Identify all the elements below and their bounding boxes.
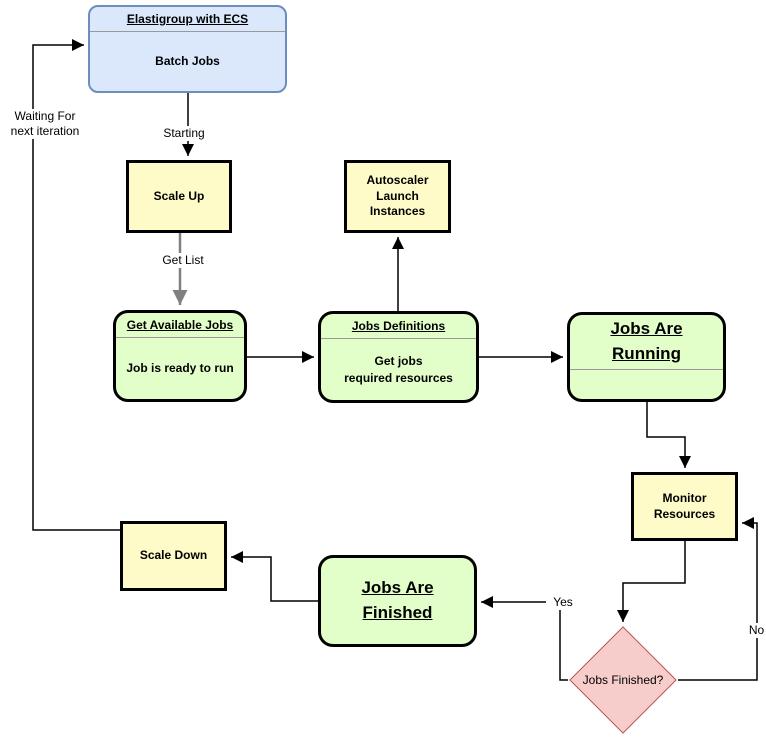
autoscaler-label: Autoscaler Launch Instances <box>366 173 429 219</box>
edge-label-no: No <box>743 623 766 638</box>
elastigroup-title: Elastigroup with ECS <box>90 7 285 32</box>
node-jobs-are-running: Jobs Are Running <box>567 312 726 402</box>
edge-monitor-to-decision <box>617 541 686 622</box>
decision-label: Jobs Finished? <box>582 673 664 687</box>
node-get-available-jobs: Get Available Jobs Job is ready to run <box>113 310 247 402</box>
node-jobs-are-finished: Jobs Are Finished <box>318 555 477 647</box>
edge-label-get-list: Get List <box>151 253 215 268</box>
get-available-jobs-title: Get Available Jobs <box>116 313 244 338</box>
monitor-resources-label: Monitor Resources <box>653 490 716 521</box>
scale-down-label: Scale Down <box>139 548 208 563</box>
node-autoscaler-launch-instances: Autoscaler Launch Instances <box>344 160 451 233</box>
edge-label-yes: Yes <box>546 595 580 610</box>
edge-decision-no-loop <box>678 517 758 681</box>
elastigroup-body: Batch Jobs <box>155 54 220 69</box>
jobs-definitions-body: Get jobs required resources <box>344 354 453 385</box>
edge-finished-to-scaledown <box>231 551 318 602</box>
jobs-definitions-title: Jobs Definitions <box>321 314 476 339</box>
edge-decision-yes-to-finished <box>481 596 568 681</box>
edge-scaledown-to-batchjobs <box>32 39 120 531</box>
edge-running-to-monitor <box>646 402 691 468</box>
node-monitor-resources: Monitor Resources <box>631 472 738 541</box>
jobs-finished-title: Jobs Are Finished <box>361 578 434 622</box>
node-jobs-definitions: Jobs Definitions Get jobs required resou… <box>318 311 479 403</box>
jobs-running-title: Jobs Are Running <box>610 319 683 363</box>
edge-label-waiting: Waiting For next iteration <box>0 109 90 139</box>
scale-up-label: Scale Up <box>153 188 205 203</box>
edge-label-starting: Starting <box>152 126 216 141</box>
node-scale-up: Scale Up <box>126 160 232 233</box>
node-elastigroup-batch-jobs: Elastigroup with ECS Batch Jobs <box>88 5 287 93</box>
get-available-jobs-body: Job is ready to run <box>126 361 234 376</box>
node-scale-down: Scale Down <box>120 521 227 591</box>
jobs-running-body <box>570 370 723 399</box>
